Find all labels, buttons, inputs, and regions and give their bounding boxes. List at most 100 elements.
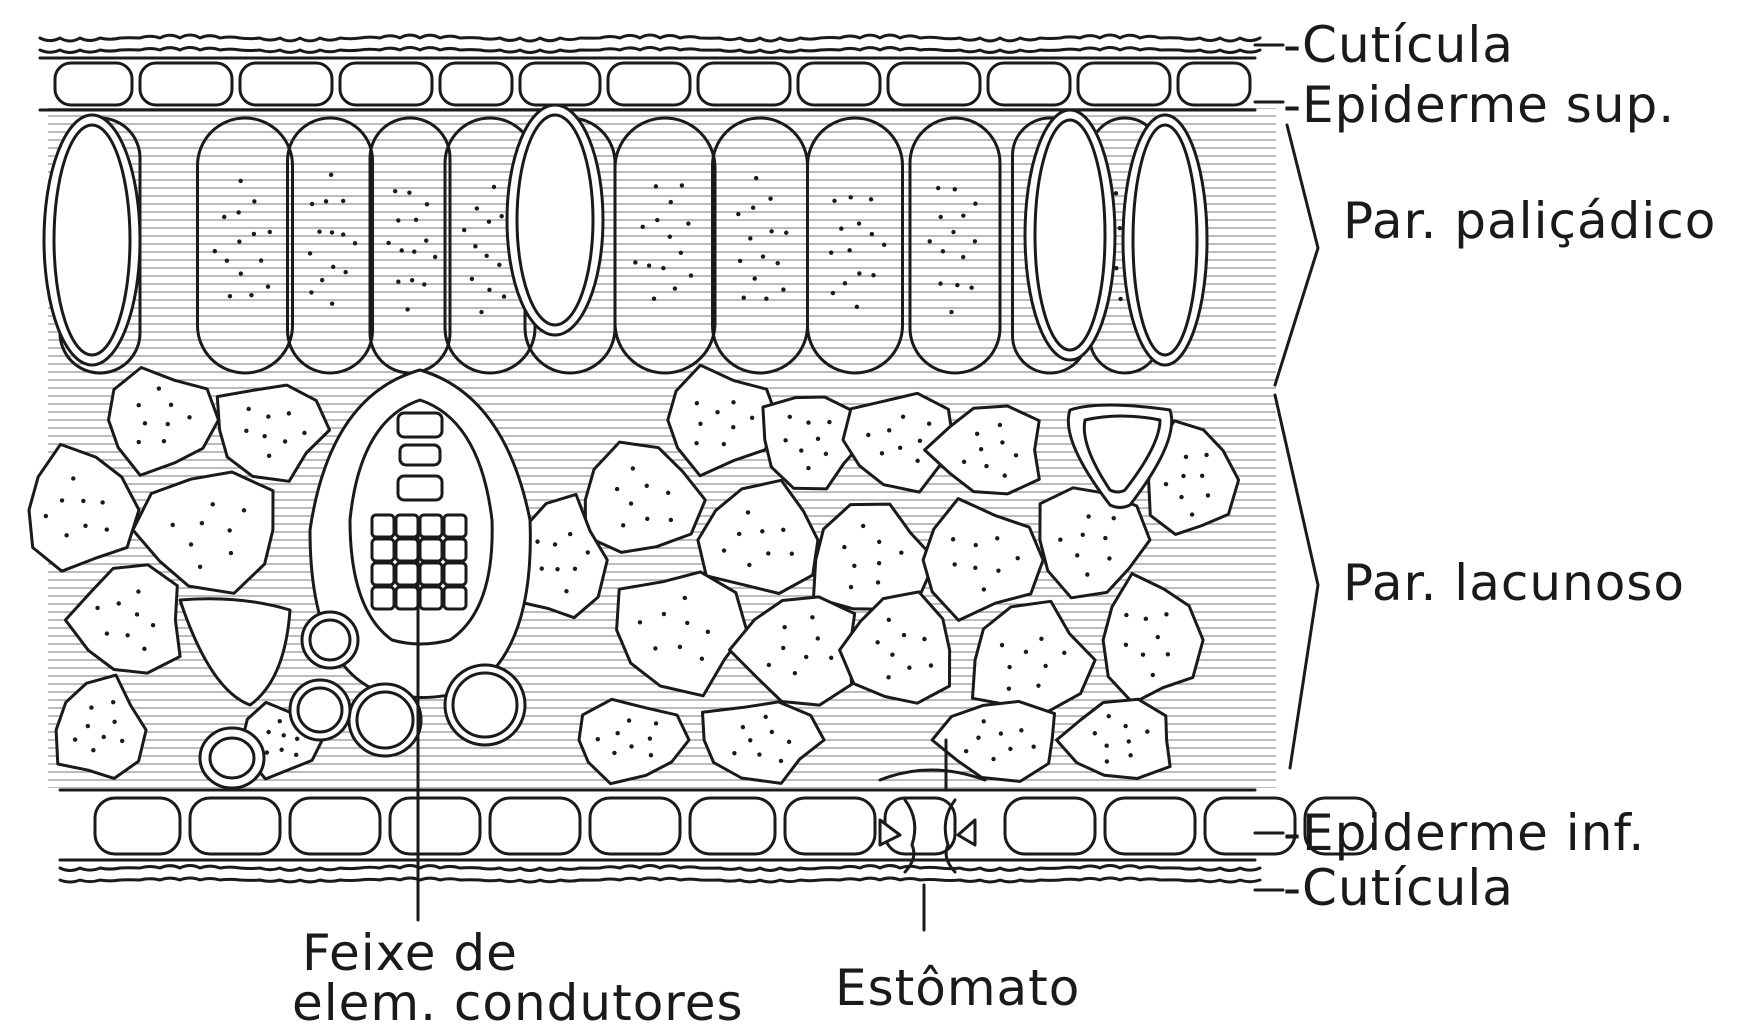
chloroplast-dot — [751, 205, 755, 209]
chloroplast-dot — [843, 281, 847, 285]
chloroplast-dot — [433, 255, 437, 259]
chloroplast-dot — [706, 630, 710, 634]
chloroplast-dot — [961, 255, 965, 259]
chloroplast-dot — [573, 567, 577, 571]
chloroplast-dot — [1000, 643, 1004, 647]
chloroplast-dot — [1204, 453, 1208, 457]
chloroplast-dot — [393, 189, 397, 193]
chloroplast-dot — [876, 580, 880, 584]
chloroplast-dot — [694, 441, 698, 445]
chloroplast-dot — [647, 263, 651, 267]
chloroplast-dot — [979, 447, 983, 451]
chloroplast-dot — [169, 403, 173, 407]
chloroplast-dot — [229, 551, 233, 555]
chloroplast-dot — [283, 439, 287, 443]
chloroplast-dot — [341, 199, 345, 203]
chloroplast-dot — [781, 646, 785, 650]
idioblast-cell — [44, 115, 140, 365]
chloroplast-dot — [475, 206, 479, 210]
chloroplast-dot — [120, 739, 124, 743]
chloroplast-dot — [654, 184, 658, 188]
chloroplast-dot — [86, 724, 90, 728]
chloroplast-dot — [540, 566, 544, 570]
chloroplast-dot — [938, 215, 942, 219]
chloroplast-dot — [497, 263, 501, 267]
chloroplast-dot — [769, 229, 773, 233]
chloroplast-dot — [410, 278, 414, 282]
chloroplast-dot — [308, 251, 312, 255]
xylem-vessel — [398, 413, 442, 437]
chloroplast-dot — [790, 552, 794, 556]
chloroplast-dot — [1036, 683, 1040, 687]
chloroplast-dot — [898, 446, 902, 450]
chloroplast-dot — [816, 636, 820, 640]
chloroplast-dot — [396, 218, 400, 222]
chloroplast-dot — [259, 258, 263, 262]
upper-epidermis-cell — [988, 63, 1070, 105]
chloroplast-dot — [645, 484, 649, 488]
chloroplast-dot — [852, 564, 856, 568]
chloroplast-dot — [1058, 538, 1062, 542]
chloroplast-dot — [1107, 556, 1111, 560]
chloroplast-dot — [816, 437, 820, 441]
upper-epidermis-cell — [440, 63, 512, 105]
chloroplast-dot — [157, 386, 161, 390]
chloroplast-dot — [641, 225, 645, 229]
chloroplast-dot — [764, 297, 768, 301]
chloroplast-dot — [225, 259, 229, 263]
chloroplast-dot — [422, 282, 426, 286]
chloroplast-dot — [806, 420, 810, 424]
chloroplast-dot — [750, 416, 754, 420]
chloroplast-dot — [1166, 652, 1170, 656]
chloroplast-dot — [1104, 744, 1108, 748]
chloroplast-dot — [767, 663, 771, 667]
chloroplast-dot — [870, 232, 874, 236]
chloroplast-dot — [462, 228, 466, 232]
chloroplast-dot — [151, 623, 155, 627]
lower-epidermis-cell — [490, 798, 580, 854]
upper-epidermis-cell — [140, 63, 232, 105]
chloroplast-dot — [1016, 556, 1020, 560]
chloroplast-dot — [890, 653, 894, 657]
chloroplast-dot — [302, 431, 306, 435]
lower-epidermis-cell — [785, 798, 875, 854]
chloroplast-dot — [829, 656, 833, 660]
chloroplast-dot — [754, 176, 758, 180]
upper-epidermis-cell — [240, 63, 332, 105]
chloroplast-dot — [779, 759, 783, 763]
chloroplast-dot — [901, 415, 905, 419]
label-par-lacunoso: Par. lacunoso — [1343, 554, 1685, 612]
chloroplast-dot — [783, 438, 787, 442]
chloroplast-dot — [200, 521, 204, 525]
chloroplast-dot — [974, 543, 978, 547]
chloroplast-dot — [668, 234, 672, 238]
chloroplast-dot — [1181, 474, 1185, 478]
chloroplast-dot — [242, 508, 246, 512]
chloroplast-dot — [1019, 728, 1023, 732]
chloroplast-dot — [238, 179, 242, 183]
chloroplast-dot — [1062, 651, 1066, 655]
upper-epidermis-cell — [520, 63, 600, 105]
chloroplast-dot — [294, 753, 298, 757]
chloroplast-dot — [673, 286, 677, 290]
chloroplast-dot — [770, 730, 774, 734]
chloroplast-dot — [1141, 652, 1145, 656]
chloroplast-dot — [839, 226, 843, 230]
chloroplast-dot — [689, 273, 693, 277]
upper-epidermis-cell — [888, 63, 980, 105]
chloroplast-dot — [831, 291, 835, 295]
chloroplast-dot — [612, 751, 616, 755]
chloroplast-dot — [847, 248, 851, 252]
chloroplast-dot — [268, 230, 272, 234]
label-par-palicadico: Par. paliçádico — [1343, 192, 1716, 250]
chloroplast-dot — [951, 230, 955, 234]
chloroplast-dot — [267, 454, 271, 458]
chloroplast-dot — [857, 271, 861, 275]
label-cuticula-top: -Cutícula — [1283, 16, 1514, 74]
chloroplast-dot — [782, 625, 786, 629]
chloroplast-dot — [1107, 714, 1111, 718]
chloroplast-dot — [189, 542, 193, 546]
chloroplast-dot — [766, 551, 770, 555]
chloroplast-dot — [499, 214, 503, 218]
chloroplast-dot — [627, 718, 631, 722]
